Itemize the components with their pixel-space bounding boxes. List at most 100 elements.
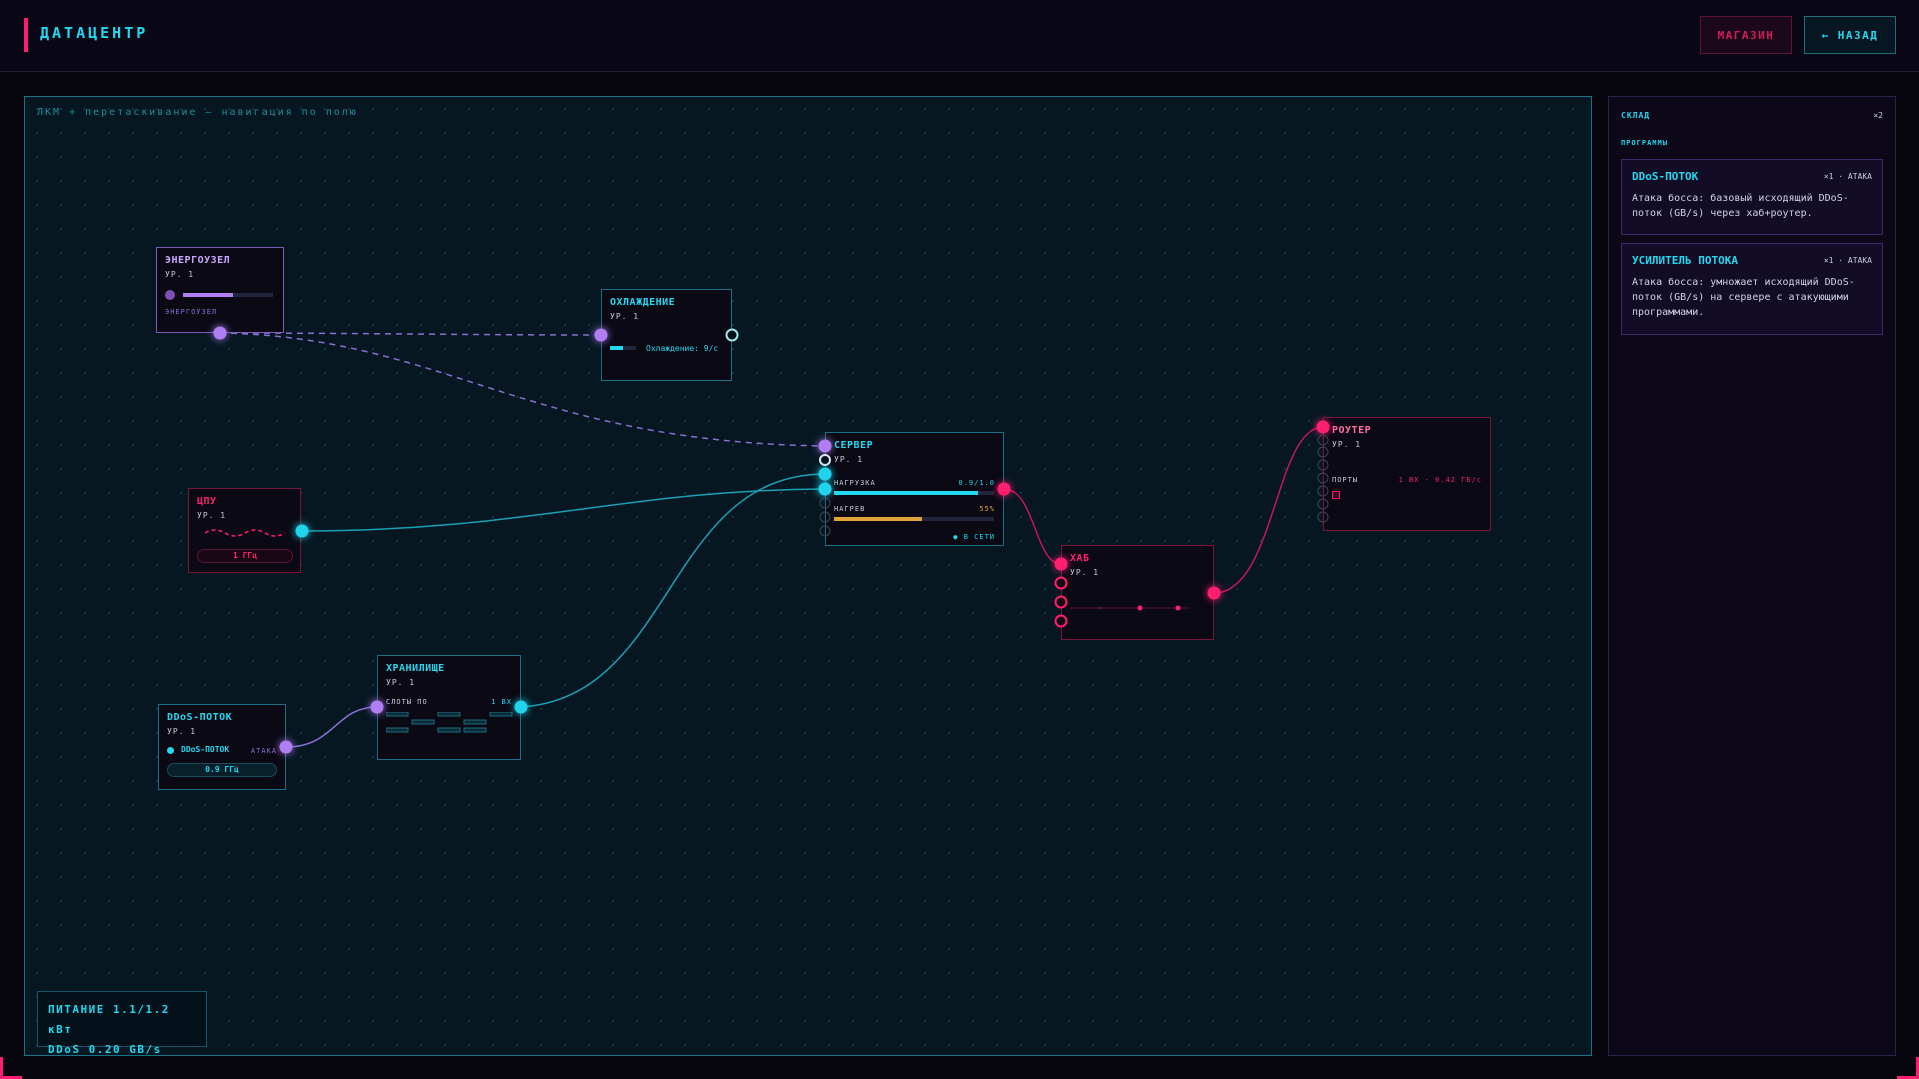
node-level: УР. 1 xyxy=(1070,568,1100,577)
cpu-node[interactable]: ЦПУ УР. 1 1 ГГц xyxy=(188,488,301,573)
storage-node[interactable]: ХРАНИЛИЩЕ УР. 1 СЛОТЫ ПО 1 ВХ xyxy=(377,655,521,760)
storage-slots-grid xyxy=(386,712,513,733)
node-level: УР. 1 xyxy=(165,270,195,279)
corner-decoration xyxy=(1897,1057,1919,1079)
node-level: УР. 1 xyxy=(1332,440,1362,449)
storage-out-port[interactable] xyxy=(514,700,528,714)
server-in-port[interactable] xyxy=(818,439,832,453)
ddos-freq-badge: 0.9 ГГц xyxy=(167,763,277,777)
cooling-in-port[interactable] xyxy=(594,328,608,342)
cooling-out-port[interactable] xyxy=(725,328,739,342)
server-in-port[interactable] xyxy=(818,482,832,496)
wires xyxy=(219,332,1324,748)
server-in-port[interactable] xyxy=(819,454,831,466)
board-hint: ЛКМ + перетаскивание — навигация по полю xyxy=(37,107,358,118)
shop-button[interactable]: МАГАЗИН xyxy=(1700,16,1792,54)
program-tag: АТАКА xyxy=(250,747,277,755)
server-in-port[interactable] xyxy=(819,525,831,537)
server-load-value: 0.9/1.0 xyxy=(958,479,995,487)
node-level: УР. 1 xyxy=(386,678,416,687)
router-port-slot xyxy=(1332,491,1340,499)
program-name: DDoS-ПОТОК xyxy=(181,745,230,754)
program-card-title: УСИЛИТЕЛЬ ПОТОКА xyxy=(1632,254,1738,267)
hub-in-port[interactable] xyxy=(1054,576,1068,590)
ddos-status: DDoS 0.20 GB/s xyxy=(48,1043,162,1056)
router-in-port[interactable] xyxy=(1317,485,1329,497)
server-heat-value: 55% xyxy=(979,505,995,513)
energy-indicator xyxy=(165,290,175,300)
energy-node[interactable]: ЭНЕРГОУЗЕЛ УР. 1 ЭНЕРГОУЗЕЛ xyxy=(156,247,284,333)
wire-energy-server xyxy=(219,332,826,447)
node-title: ОХЛАЖДЕНИЕ xyxy=(610,297,676,308)
status-panel: ПИТАНИЕ 1.1/1.2 кВт DDoS 0.20 GB/s xyxy=(37,991,207,1055)
router-in-port[interactable] xyxy=(1316,420,1330,434)
wire-server-hub xyxy=(1003,488,1062,565)
cpu-out-port[interactable] xyxy=(295,524,309,538)
cooling-rate: Охлаждение: 9/с xyxy=(646,344,719,353)
server-heat-bar xyxy=(834,517,994,521)
node-board[interactable]: ЛКМ + перетаскивание — навигация по полю… xyxy=(24,96,1592,1056)
server-node[interactable]: СЕРВЕР УР. 1 НАГРУЗКА 0.9/1.0 НАГРЕВ 55%… xyxy=(825,432,1004,546)
node-level: УР. 1 xyxy=(834,455,864,464)
hub-in-port[interactable] xyxy=(1054,595,1068,609)
program-indicator xyxy=(167,747,174,754)
inventory-count: ×2 xyxy=(1873,111,1883,120)
server-in-port[interactable] xyxy=(819,497,831,509)
header: ДАТАЦЕНТР МАГАЗИН ← НАЗАД xyxy=(0,0,1919,72)
energy-bar xyxy=(183,293,273,297)
back-button[interactable]: ← НАЗАД xyxy=(1804,16,1896,54)
wire-energy-cooling xyxy=(219,332,601,336)
cpu-wave xyxy=(205,529,286,537)
server-in-port[interactable] xyxy=(819,511,831,523)
energy-label: ЭНЕРГОУЗЕЛ xyxy=(165,308,218,316)
node-title: ЭНЕРГОУЗЕЛ xyxy=(165,255,231,266)
program-card-description: Атака босса: умножает исходящий DDoS-пот… xyxy=(1632,277,1855,318)
storage-slots-label: СЛОТЫ ПО xyxy=(386,698,428,706)
router-ports-value: 1 ВХ · 0.42 ГБ/с xyxy=(1398,476,1482,484)
inventory-panel: СКЛАД ×2 ПРОГРАММЫ DDoS-ПОТОК ×1 · АТАКА… xyxy=(1608,96,1896,1056)
inventory-section-programs: ПРОГРАММЫ xyxy=(1621,139,1668,147)
server-load-label: НАГРУЗКА xyxy=(834,479,876,487)
storage-in-port[interactable] xyxy=(370,700,384,714)
storage-slots-value: 1 ВХ xyxy=(491,698,512,706)
router-in-port[interactable] xyxy=(1317,434,1329,446)
node-level: УР. 1 xyxy=(610,312,640,321)
hub-out-port[interactable] xyxy=(1207,586,1221,600)
node-title: СЕРВЕР xyxy=(834,440,874,451)
node-level: УР. 1 xyxy=(167,727,197,736)
wire-ddos-storage xyxy=(285,706,378,748)
cooling-node[interactable]: ОХЛАЖДЕНИЕ УР. 1 Охлаждение: 9/с xyxy=(601,289,732,381)
power-status: ПИТАНИЕ 1.1/1.2 кВт xyxy=(48,1003,170,1036)
hub-in-port[interactable] xyxy=(1054,557,1068,571)
ddos-out-port[interactable] xyxy=(279,740,293,754)
router-in-port[interactable] xyxy=(1317,446,1329,458)
server-heat-label: НАГРЕВ xyxy=(834,505,866,513)
wire-hub-router xyxy=(1213,426,1324,594)
ddos-node[interactable]: DDoS-ПОТОК УР. 1 DDoS-ПОТОК АТАКА 0.9 ГГ… xyxy=(158,704,286,790)
page-title: ДАТАЦЕНТР xyxy=(40,24,149,42)
node-level: УР. 1 xyxy=(197,511,227,520)
router-in-port[interactable] xyxy=(1317,498,1329,510)
router-in-port[interactable] xyxy=(1317,472,1329,484)
hub-signal-line xyxy=(1070,605,1190,611)
corner-decoration xyxy=(0,1057,22,1079)
program-card-title: DDoS-ПОТОК xyxy=(1632,170,1699,183)
server-network-status: ● В СЕТИ xyxy=(953,533,995,541)
server-out-port[interactable] xyxy=(997,482,1011,496)
inventory-title: СКЛАД xyxy=(1621,111,1651,120)
hub-in-port[interactable] xyxy=(1054,614,1068,628)
program-card-meta: ×1 · АТАКА xyxy=(1823,256,1872,265)
router-ports-label: ПОРТЫ xyxy=(1332,476,1359,484)
router-node[interactable]: РОУТЕР УР. 1 ПОРТЫ 1 ВХ · 0.42 ГБ/с xyxy=(1323,417,1491,531)
router-in-port[interactable] xyxy=(1317,511,1329,523)
server-in-port[interactable] xyxy=(818,467,832,481)
program-card[interactable]: DDoS-ПОТОК ×1 · АТАКА Атака босса: базов… xyxy=(1621,159,1883,235)
program-card[interactable]: УСИЛИТЕЛЬ ПОТОКА ×1 · АТАКА Атака босса:… xyxy=(1621,243,1883,335)
cpu-freq-badge: 1 ГГц xyxy=(197,549,293,563)
program-card-meta: ×1 · АТАКА xyxy=(1823,172,1872,181)
energy-out-port[interactable] xyxy=(213,326,227,340)
title-accent-bar xyxy=(24,18,28,52)
router-in-port[interactable] xyxy=(1317,459,1329,471)
hub-node[interactable]: ХАБ УР. 1 xyxy=(1061,545,1214,640)
server-load-bar xyxy=(834,491,994,495)
